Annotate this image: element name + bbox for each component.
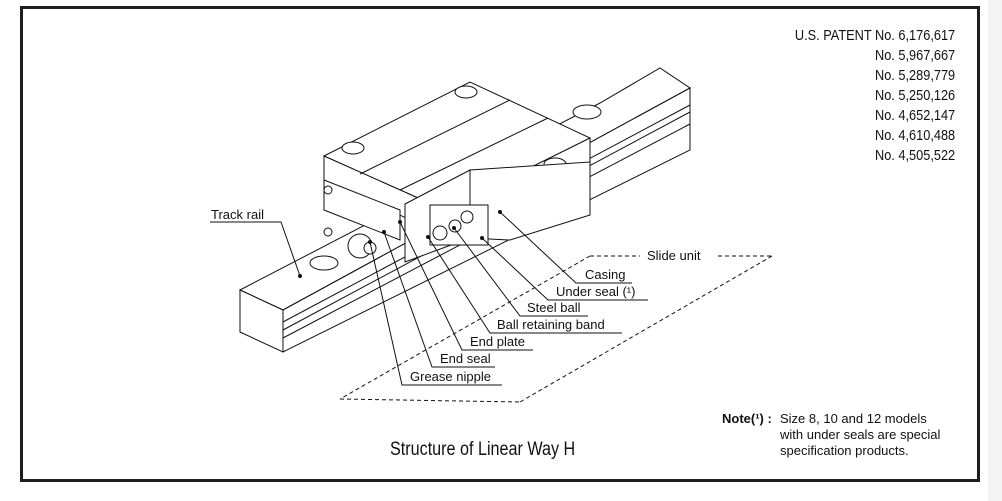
label-steel-ball: Steel ball [527, 300, 581, 315]
label-under-seal: Under seal (¹) [556, 284, 636, 299]
diagram-title: Structure of Linear Way H [390, 439, 576, 460]
note-label: Note(¹) : [722, 411, 772, 426]
note-line: with under seals are special [780, 427, 941, 442]
patent-list: U.S. PATENT No. 6,176,617 No. 5,967,667 … [795, 26, 955, 166]
leader-lines [210, 210, 648, 386]
label-end-seal: End seal [440, 351, 491, 366]
slide-unit-shape [322, 81, 592, 263]
footnote: Note(¹) : Size 8, 10 and 12 models with … [722, 411, 940, 458]
patent-number: No. 6,176,617 [874, 28, 955, 44]
label-track-rail: Track rail [211, 207, 264, 222]
patent-number: No. 4,505,522 [874, 148, 955, 164]
right-margin-strip [988, 0, 1002, 501]
label-end-plate: End plate [470, 334, 525, 349]
patent-number: No. 4,610,488 [874, 128, 955, 144]
patent-number: No. 5,967,667 [874, 48, 955, 64]
patent-number: No. 5,289,779 [874, 68, 955, 84]
patent-prefix: U.S. PATENT [794, 28, 872, 44]
patent-number: No. 4,652,147 [874, 108, 955, 124]
note-line: Size 8, 10 and 12 models [780, 411, 927, 426]
note-line: specification products. [780, 443, 909, 458]
slide-unit-outline [339, 255, 773, 403]
label-grease-nipple: Grease nipple [410, 369, 491, 384]
patent-number: No. 5,250,126 [874, 88, 955, 104]
label-ball-retaining-band: Ball retaining band [497, 317, 605, 332]
label-casing: Casing [585, 267, 626, 282]
label-slide-unit: Slide unit [647, 248, 701, 263]
